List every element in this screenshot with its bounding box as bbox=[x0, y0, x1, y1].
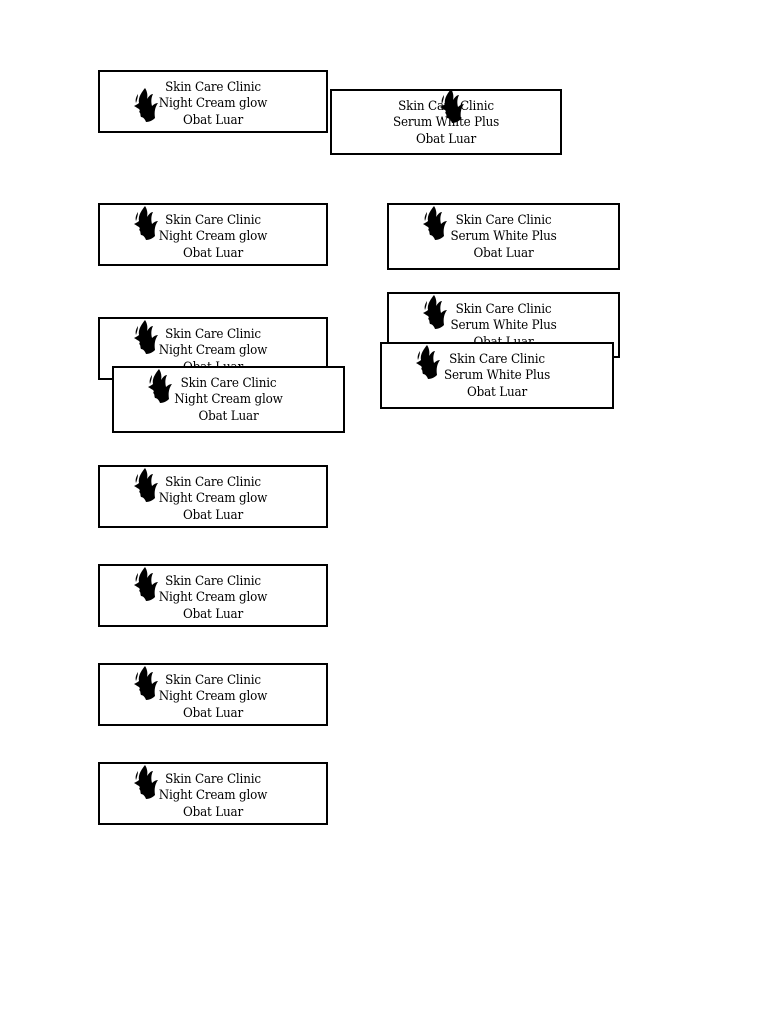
product-label: Skin Care Clinic Night Cream glow Obat L… bbox=[98, 203, 328, 266]
label-text: Skin Care Clinic Night Cream glow Obat L… bbox=[109, 673, 317, 722]
clinic-name: Skin Care Clinic bbox=[455, 213, 552, 228]
product-name: Night Cream glow bbox=[158, 590, 268, 606]
product-type: Obat Luar bbox=[182, 804, 244, 820]
clinic-name: Skin Care Clinic bbox=[165, 772, 261, 787]
label-text: Skin Care Clinic Serum White Plus Obat L… bbox=[341, 99, 551, 148]
clinic-name: Skin Care Clinic bbox=[398, 99, 494, 114]
clinic-name: Skin Care Clinic bbox=[455, 302, 552, 317]
label-text: Skin Care Clinic Night Cream glow Obat L… bbox=[109, 772, 317, 821]
clinic-name: Skin Care Clinic bbox=[165, 327, 261, 342]
label-text: Skin Care Clinic Serum White Plus Obat L… bbox=[391, 352, 603, 401]
product-label: Skin Care Clinic Night Cream glow Obat L… bbox=[98, 762, 328, 825]
product-name: Night Cream glow bbox=[158, 788, 268, 804]
product-type: Obat Luar bbox=[182, 606, 244, 622]
product-name: Night Cream glow bbox=[158, 491, 268, 507]
product-label: Skin Care Clinic Night Cream glow Obat L… bbox=[98, 70, 328, 133]
product-label: Skin Care Clinic Serum White Plus Obat L… bbox=[380, 342, 614, 409]
label-text: Skin Care Clinic Night Cream glow Obat L… bbox=[109, 574, 317, 623]
product-label: Skin Care Clinic Night Cream glow Obat L… bbox=[112, 366, 345, 433]
product-type: Obat Luar bbox=[198, 408, 259, 424]
product-type: Obat Luar bbox=[466, 384, 528, 400]
clinic-name: Skin Care Clinic bbox=[449, 352, 545, 367]
product-name: Night Cream glow bbox=[174, 392, 283, 408]
product-label: Skin Care Clinic Serum White Plus Obat L… bbox=[330, 89, 562, 155]
product-label: Skin Care Clinic Night Cream glow Obat L… bbox=[98, 663, 328, 726]
clinic-name: Skin Care Clinic bbox=[165, 574, 261, 589]
label-text: Skin Care Clinic Serum White Plus Obat L… bbox=[398, 213, 609, 262]
product-name: Serum White Plus bbox=[450, 318, 557, 334]
label-text: Skin Care Clinic Night Cream glow Obat L… bbox=[109, 80, 317, 129]
product-label: Skin Care Clinic Night Cream glow Obat L… bbox=[98, 564, 328, 627]
product-name: Serum White Plus bbox=[443, 368, 551, 384]
product-type: Obat Luar bbox=[473, 245, 534, 261]
clinic-name: Skin Care Clinic bbox=[165, 475, 261, 490]
product-type: Obat Luar bbox=[182, 112, 244, 128]
product-label: Skin Care Clinic Serum White Plus Obat L… bbox=[387, 203, 620, 270]
product-name: Night Cream glow bbox=[158, 96, 268, 112]
product-type: Obat Luar bbox=[182, 705, 244, 721]
product-name: Serum White Plus bbox=[450, 229, 557, 245]
product-name: Night Cream glow bbox=[158, 229, 268, 245]
product-name: Night Cream glow bbox=[158, 689, 268, 705]
label-text: Skin Care Clinic Night Cream glow Obat L… bbox=[109, 475, 317, 524]
clinic-name: Skin Care Clinic bbox=[165, 213, 261, 228]
product-type: Obat Luar bbox=[182, 245, 244, 261]
label-text: Skin Care Clinic Night Cream glow Obat L… bbox=[123, 376, 334, 425]
clinic-name: Skin Care Clinic bbox=[165, 673, 261, 688]
label-text: Skin Care Clinic Night Cream glow Obat L… bbox=[109, 213, 317, 262]
product-type: Obat Luar bbox=[182, 507, 244, 523]
clinic-name: Skin Care Clinic bbox=[165, 80, 261, 95]
product-name: Night Cream glow bbox=[158, 343, 268, 359]
clinic-name: Skin Care Clinic bbox=[180, 376, 277, 391]
product-label: Skin Care Clinic Night Cream glow Obat L… bbox=[98, 465, 328, 528]
product-name: Serum White Plus bbox=[392, 115, 500, 131]
product-type: Obat Luar bbox=[415, 131, 477, 147]
